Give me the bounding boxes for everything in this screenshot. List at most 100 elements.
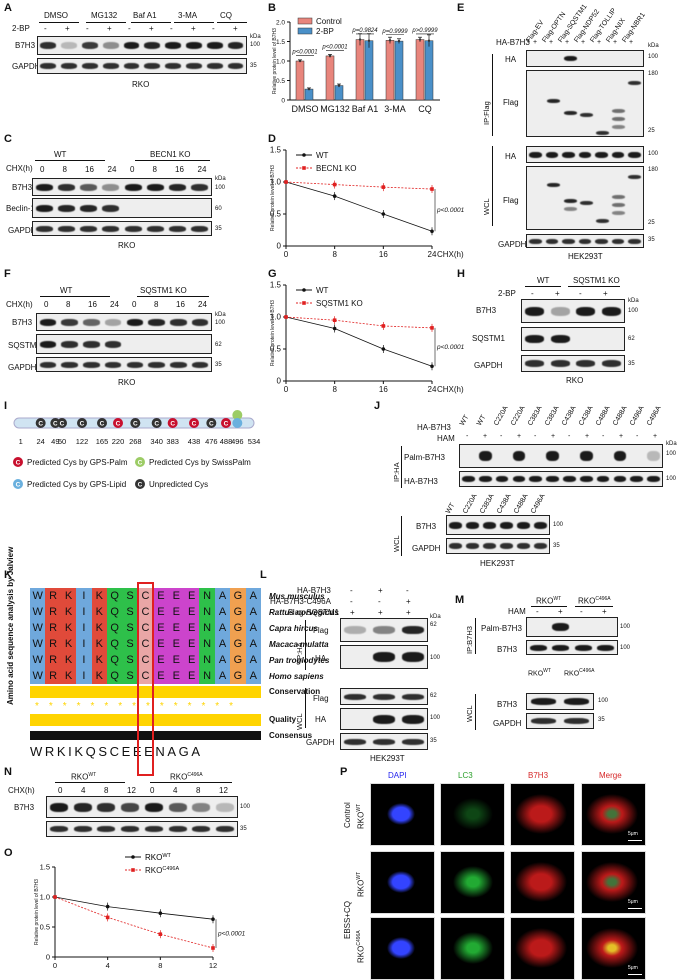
p-value-label: p>0.9999 bbox=[411, 28, 438, 34]
species-label: Pan troglodytes bbox=[269, 656, 330, 665]
bar bbox=[424, 40, 434, 101]
data-point bbox=[337, 84, 341, 87]
row-label: B7H3 bbox=[497, 645, 518, 654]
blot-band bbox=[191, 183, 209, 191]
ham-label: HAM bbox=[437, 434, 455, 443]
scale-label: 5μm bbox=[628, 899, 638, 905]
data-point bbox=[430, 326, 434, 330]
treatment-label: 2-BP bbox=[12, 24, 30, 33]
sign-label: - bbox=[350, 597, 353, 606]
blot-band bbox=[123, 42, 140, 49]
lane-label: 4 bbox=[173, 786, 178, 795]
kda-marker: 35 bbox=[628, 361, 635, 367]
blot-band bbox=[466, 521, 479, 529]
residue-cell: S bbox=[122, 620, 138, 636]
cys-marker bbox=[206, 418, 217, 428]
blot-band bbox=[61, 340, 78, 348]
panel-label-e: E bbox=[457, 2, 465, 14]
cys-marker-letter: C bbox=[192, 421, 197, 428]
blot-ha-b7h3-j bbox=[459, 471, 663, 487]
residue-cell: N bbox=[199, 620, 215, 636]
blot-band bbox=[82, 63, 98, 69]
residue-cell: K bbox=[91, 620, 107, 636]
kda-marker: 100 bbox=[666, 451, 677, 457]
group-label: WT bbox=[537, 276, 550, 285]
sign-label: - bbox=[636, 433, 639, 440]
p-value-label: p<0.0001 bbox=[291, 49, 317, 55]
cys-marker bbox=[130, 418, 141, 428]
blot-band bbox=[206, 63, 223, 69]
micrograph-lc3 bbox=[440, 917, 505, 980]
legend-label: Predicted Cys by SwissPalm bbox=[149, 458, 251, 467]
blot-band bbox=[449, 543, 462, 549]
lane-label: C383A bbox=[543, 404, 561, 427]
y-axis-label: Relative protein level of B7H3 bbox=[270, 165, 276, 231]
bar bbox=[355, 39, 365, 101]
x-tick-label: 3-MA bbox=[384, 104, 406, 114]
cell-line-label: RKOWT bbox=[356, 871, 366, 897]
data-point bbox=[430, 364, 434, 369]
kda-marker: 60 bbox=[215, 206, 222, 212]
channel-label: Merge bbox=[599, 771, 622, 780]
data-point bbox=[430, 187, 434, 191]
blot-band bbox=[552, 623, 570, 631]
row-label: Beclin-1 bbox=[6, 204, 35, 213]
scale-bar bbox=[628, 840, 642, 841]
blot-band bbox=[483, 543, 496, 549]
blot-band bbox=[61, 42, 78, 49]
cys-marker bbox=[189, 418, 199, 428]
cys-marker-letter: C bbox=[209, 421, 214, 428]
residue-cell: E bbox=[168, 652, 184, 668]
residue-cell: R bbox=[45, 588, 61, 604]
blot-band bbox=[478, 451, 492, 461]
blot-band bbox=[596, 219, 609, 223]
blot-band bbox=[613, 476, 627, 482]
cys-marker bbox=[151, 418, 162, 428]
residue-cell: A bbox=[214, 636, 231, 652]
track-label: Conservation bbox=[269, 687, 321, 696]
kda-marker: 35 bbox=[598, 717, 605, 723]
blot-band bbox=[49, 826, 68, 832]
lane-label: 0 bbox=[58, 786, 63, 795]
lane-label: 16 bbox=[88, 300, 97, 309]
panel-label-n: N bbox=[4, 766, 12, 778]
data-point bbox=[418, 38, 422, 41]
data-point bbox=[53, 895, 57, 899]
blot-band bbox=[40, 42, 57, 49]
lane-label: + bbox=[555, 289, 560, 298]
construct-label: HA-B7H3 bbox=[496, 38, 530, 47]
blot-band bbox=[546, 476, 559, 482]
scale-bar bbox=[628, 908, 642, 909]
kda-marker: 100 bbox=[620, 624, 631, 630]
sign-label: - bbox=[500, 433, 503, 440]
row-label: B7H3 bbox=[476, 306, 497, 315]
y-tick-label: 0 bbox=[281, 98, 285, 105]
blot-band bbox=[596, 131, 609, 135]
blot-band bbox=[73, 826, 92, 832]
micrograph-b7h3 bbox=[510, 851, 575, 914]
row-label: Flag bbox=[313, 694, 329, 703]
x-axis-label: CHX(h) bbox=[437, 250, 464, 259]
cys-marker-letter: C bbox=[80, 421, 85, 428]
sign-label: + bbox=[613, 39, 618, 46]
residue-cell: K bbox=[91, 604, 107, 620]
blot-band bbox=[628, 151, 641, 158]
blot-band bbox=[192, 826, 211, 832]
p-value-label: p=0.9824 bbox=[351, 28, 378, 34]
y-tick-label: 1.5 bbox=[270, 281, 282, 290]
blot-band bbox=[344, 626, 367, 634]
residue-cell: G bbox=[230, 636, 246, 652]
p-value-label: p=0.9999 bbox=[381, 29, 408, 35]
p-value-label: p<0.0001 bbox=[217, 931, 246, 938]
residue-cell: K bbox=[91, 636, 107, 652]
cell-line-label: RKOC496A bbox=[356, 930, 366, 963]
group-label: WT bbox=[60, 286, 73, 295]
condition-label: MG132 bbox=[91, 11, 118, 20]
species-label: Homo sapiens bbox=[269, 672, 324, 681]
blot-band bbox=[579, 451, 593, 461]
fluorescence-signal bbox=[511, 852, 574, 913]
blot-b7h3-j-wcl bbox=[446, 515, 550, 535]
blot-band bbox=[563, 718, 590, 724]
blot-band bbox=[530, 718, 557, 724]
legend-label: RKOWT bbox=[145, 853, 172, 862]
